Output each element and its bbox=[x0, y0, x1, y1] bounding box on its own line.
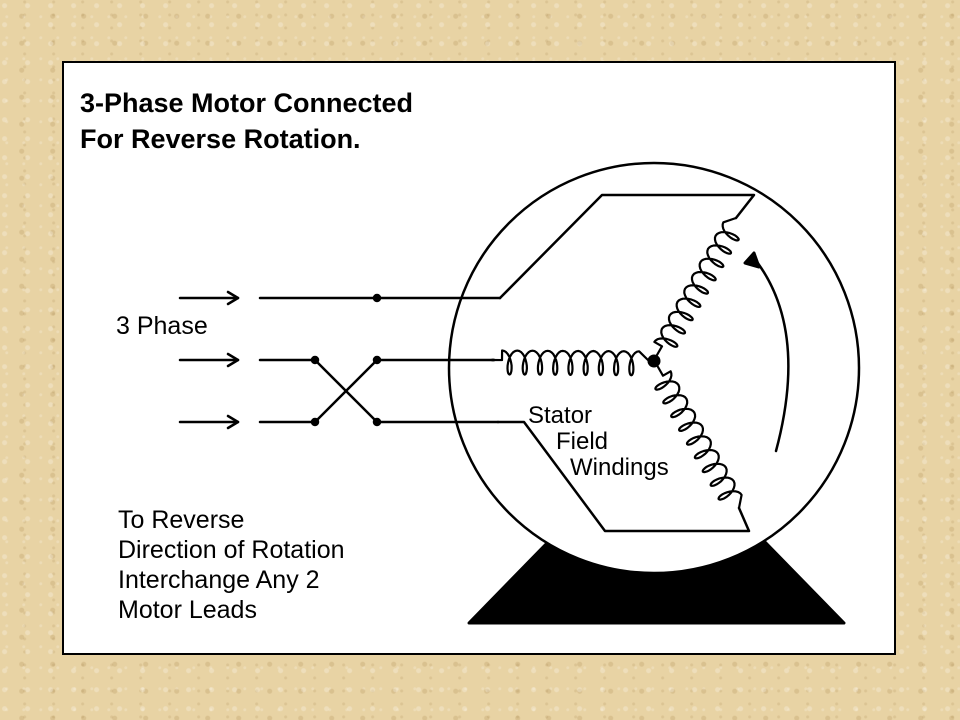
motor-diagram bbox=[178, 161, 861, 625]
stator-label-2: Field bbox=[556, 428, 609, 455]
arrowhead-1 bbox=[226, 290, 240, 306]
winding-coil-horizontal bbox=[490, 349, 651, 377]
winding-coil-upper bbox=[653, 216, 740, 357]
note-line-4: Motor Leads bbox=[118, 596, 257, 624]
arrowhead-3 bbox=[226, 414, 240, 430]
arrowhead-2 bbox=[226, 352, 240, 368]
diagram-title: 3-Phase Motor Connected For Reverse Rota… bbox=[80, 85, 413, 157]
winding-coil-lower bbox=[654, 365, 743, 510]
stator-label-1: Stator bbox=[528, 402, 593, 429]
junction-dot bbox=[372, 355, 382, 365]
rotation-arrowhead bbox=[743, 251, 761, 269]
title-line-2: For Reverse Rotation. bbox=[80, 124, 361, 154]
reverse-note: To Reverse Direction of Rotation Interch… bbox=[118, 505, 345, 625]
junction-dot bbox=[372, 417, 382, 427]
note-line-3: Interchange Any 2 bbox=[118, 566, 320, 594]
note-line-1: To Reverse bbox=[118, 506, 245, 534]
three-phase-label: 3 Phase bbox=[116, 312, 208, 340]
rotation-arc bbox=[752, 256, 790, 453]
diagram-panel: 3-Phase Motor Connected For Reverse Rota… bbox=[62, 61, 896, 655]
title-line-1: 3-Phase Motor Connected bbox=[80, 88, 414, 118]
upper-lead bbox=[498, 193, 756, 300]
input-arrows bbox=[178, 290, 240, 430]
star-point bbox=[647, 354, 661, 368]
junction-dot bbox=[310, 417, 320, 427]
note-line-2: Direction of Rotation bbox=[118, 536, 345, 564]
lower-lead bbox=[496, 420, 751, 533]
crossover-b bbox=[313, 358, 379, 424]
supply-lines bbox=[258, 293, 502, 427]
junction-dot bbox=[310, 355, 320, 365]
junction-dot bbox=[372, 293, 382, 303]
stator-label-3: Windings bbox=[570, 454, 669, 481]
stator-windings bbox=[490, 216, 743, 510]
